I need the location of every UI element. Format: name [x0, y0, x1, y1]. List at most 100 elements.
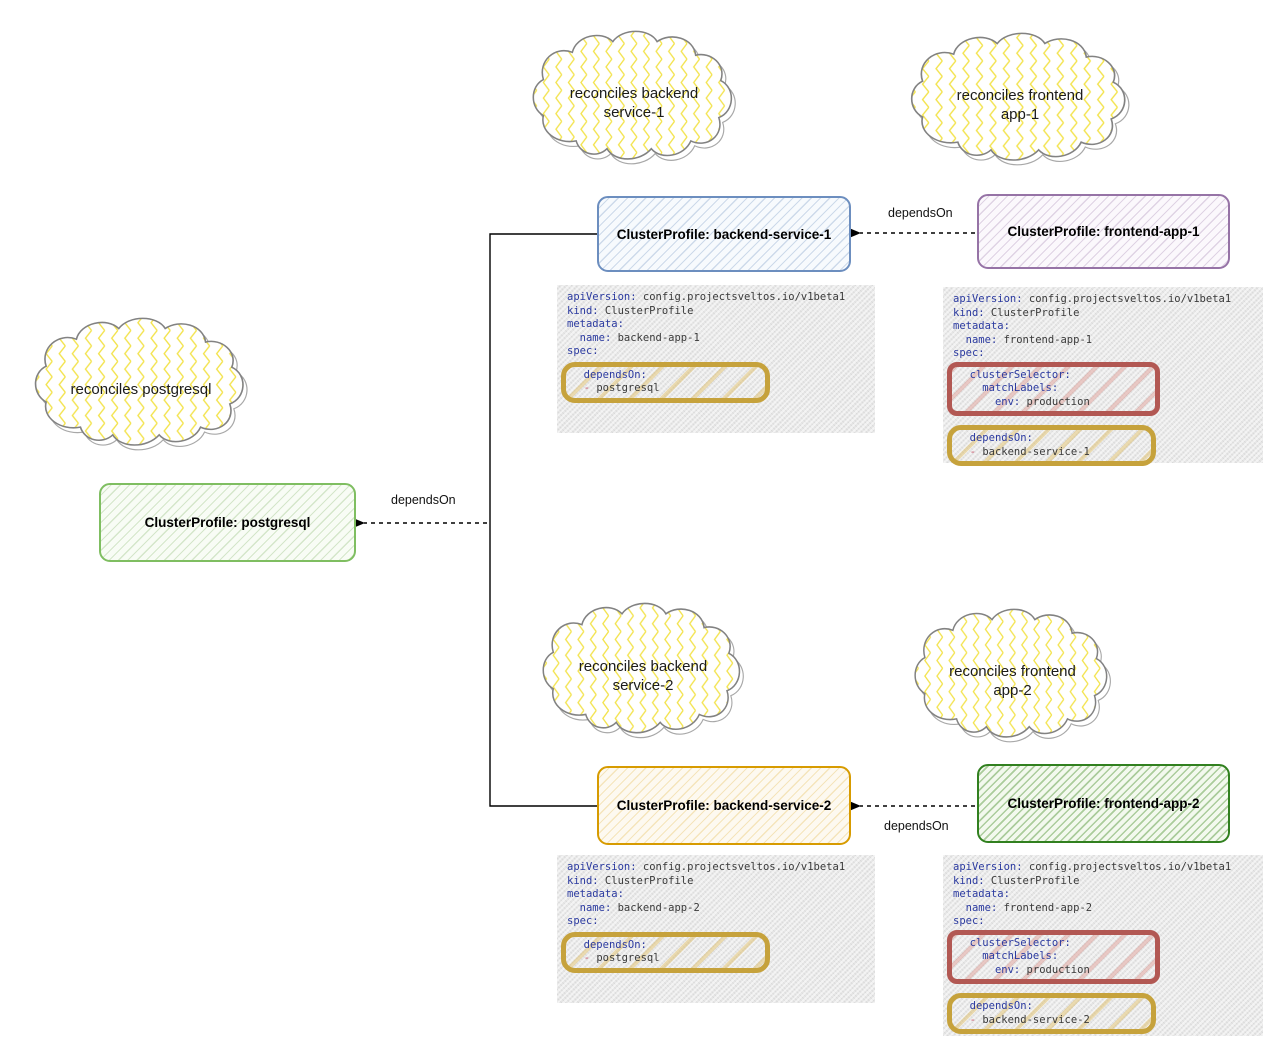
yaml-line: metadata:: [567, 888, 875, 902]
yaml-highlight-gold: dependsOn: - backend-service-2: [947, 993, 1156, 1034]
yaml-line: dependsOn:: [571, 939, 759, 953]
yaml-key: apiVersion:: [567, 291, 637, 303]
yaml-val: [957, 382, 982, 394]
yaml-key: name:: [965, 333, 998, 346]
yaml-block-frontend-app-2: apiVersion: config.projectsveltos.io/v1b…: [943, 855, 1263, 1036]
yaml-key: name:: [579, 331, 612, 344]
yaml-key: dependsOn:: [583, 938, 647, 951]
yaml-line: clusterSelector:: [957, 937, 1149, 951]
yaml-line: matchLabels:: [957, 950, 1149, 964]
cloud-shape-icon: [532, 30, 736, 165]
cloud-shape-icon: [542, 602, 744, 739]
yaml-line: metadata:: [567, 318, 875, 332]
yaml-key: env:: [994, 963, 1021, 976]
node-title: ClusterProfile: backend-service-2: [616, 798, 832, 813]
yaml-val: config.projectsveltos.io/v1beta1: [1022, 861, 1232, 873]
yaml-key: spec:: [953, 915, 985, 927]
yaml-key: metadata:: [567, 318, 624, 330]
edge-label-dependson-2: dependsOn: [389, 493, 458, 507]
yaml-key: dependsOn:: [969, 432, 1033, 444]
yaml-dash: -: [969, 445, 983, 458]
yaml-line: name: frontend-app-2: [953, 902, 1263, 916]
yaml-line: spec:: [953, 347, 1263, 361]
yaml-line: apiVersion: config.projectsveltos.io/v1b…: [953, 861, 1263, 875]
yaml-line: kind: ClusterProfile: [567, 875, 875, 889]
yaml-line: spec:: [567, 915, 875, 929]
yaml-key: name:: [579, 901, 612, 914]
yaml-key: dependsOn:: [583, 368, 647, 381]
cloud-reconciles-frontend-app-2: reconciles frontend app-2: [910, 606, 1115, 752]
cloud-label: reconciles backend service-2: [578, 658, 708, 694]
cloud-reconciles-backend-service-1: reconciles backend service-1: [528, 28, 740, 174]
yaml-val: frontend-app-1: [997, 333, 1093, 346]
yaml-line: dependsOn:: [957, 1000, 1145, 1014]
yaml-val: config.projectsveltos.io/v1beta1: [636, 291, 846, 303]
yaml-val: [957, 432, 970, 444]
yaml-val: frontend-app-2: [997, 901, 1093, 914]
yaml-highlight-red: clusterSelector: matchLabels: env: produ…: [947, 361, 1160, 416]
yaml-val: config.projectsveltos.io/v1beta1: [636, 861, 846, 873]
yaml-key: kind:: [567, 304, 599, 317]
yaml-key: apiVersion:: [953, 861, 1023, 873]
cloud-shape-icon: [910, 32, 1130, 166]
yaml-val: [957, 950, 982, 962]
yaml-line: spec:: [953, 915, 1263, 929]
yaml-line: dependsOn:: [957, 432, 1145, 446]
yaml-line: kind: ClusterProfile: [953, 875, 1263, 889]
yaml-key: kind:: [567, 874, 599, 887]
yaml-line: apiVersion: config.projectsveltos.io/v1b…: [953, 293, 1263, 307]
yaml-val: postgresql: [596, 952, 660, 964]
yaml-key: matchLabels:: [982, 382, 1059, 394]
yaml-val: [571, 939, 584, 951]
yaml-key: spec:: [567, 345, 599, 357]
yaml-line: kind: ClusterProfile: [953, 307, 1263, 321]
yaml-key: metadata:: [567, 888, 624, 900]
yaml-line: - postgresql: [571, 382, 759, 396]
cloud-reconciles-postgresql: reconciles postgresql: [30, 315, 252, 460]
cloud-label: reconciles frontend app-1: [956, 86, 1084, 123]
yaml-val: backend-app-1: [611, 331, 700, 344]
node-title: ClusterProfile: frontend-app-2: [1007, 796, 1200, 811]
yaml-line: metadata:: [953, 888, 1263, 902]
node-title: ClusterProfile: backend-service-1: [616, 226, 832, 242]
yaml-segment: apiVersion: config.projectsveltos.io/v1b…: [953, 861, 1263, 929]
node-clusterprofile-frontend-app-2: ClusterProfile: frontend-app-2: [977, 764, 1230, 843]
yaml-key: name:: [965, 901, 998, 914]
yaml-val: [953, 334, 966, 346]
yaml-line: name: frontend-app-1: [953, 334, 1263, 348]
yaml-line: kind: ClusterProfile: [567, 305, 875, 319]
node-clusterprofile-postgresql: ClusterProfile: postgresql: [99, 483, 356, 562]
yaml-val: [567, 902, 580, 914]
edge-label-dependson-1: dependsOn: [886, 206, 955, 220]
yaml-val: postgresql: [596, 382, 660, 394]
yaml-val: [957, 396, 995, 408]
yaml-key: metadata:: [953, 320, 1010, 332]
yaml-line: - backend-service-1: [957, 446, 1145, 460]
yaml-highlight-gold: dependsOn: - postgresql: [561, 931, 770, 973]
yaml-segment: apiVersion: config.projectsveltos.io/v1b…: [567, 861, 875, 929]
yaml-line: matchLabels:: [957, 382, 1149, 396]
yaml-line: apiVersion: config.projectsveltos.io/v1b…: [567, 861, 875, 875]
yaml-val: backend-app-2: [611, 901, 700, 914]
yaml-val: [957, 446, 970, 458]
yaml-highlight-red: clusterSelector: matchLabels: env: produ…: [947, 929, 1160, 984]
yaml-segment: apiVersion: config.projectsveltos.io/v1b…: [567, 291, 875, 359]
cloud-reconciles-frontend-app-1: reconciles frontend app-1: [906, 30, 1134, 175]
node-clusterprofile-frontend-app-1: ClusterProfile: frontend-app-1: [977, 194, 1230, 269]
yaml-key: kind:: [953, 874, 985, 887]
cloud-reconciles-backend-service-2: reconciles backend service-2: [538, 600, 748, 748]
yaml-val: [567, 332, 580, 344]
yaml-line: name: backend-app-1: [567, 332, 875, 346]
yaml-val: ClusterProfile: [984, 874, 1080, 887]
yaml-segment: apiVersion: config.projectsveltos.io/v1b…: [953, 293, 1263, 361]
yaml-val: [957, 1000, 970, 1012]
yaml-dash: -: [583, 382, 597, 394]
yaml-line: - postgresql: [571, 952, 759, 966]
cloud-label: reconciles postgresql: [70, 381, 212, 398]
yaml-val: production: [1020, 963, 1090, 976]
yaml-line: env: production: [957, 964, 1149, 978]
yaml-val: [957, 369, 970, 381]
yaml-line: metadata:: [953, 320, 1263, 334]
node-title: ClusterProfile: frontend-app-1: [1007, 224, 1200, 239]
